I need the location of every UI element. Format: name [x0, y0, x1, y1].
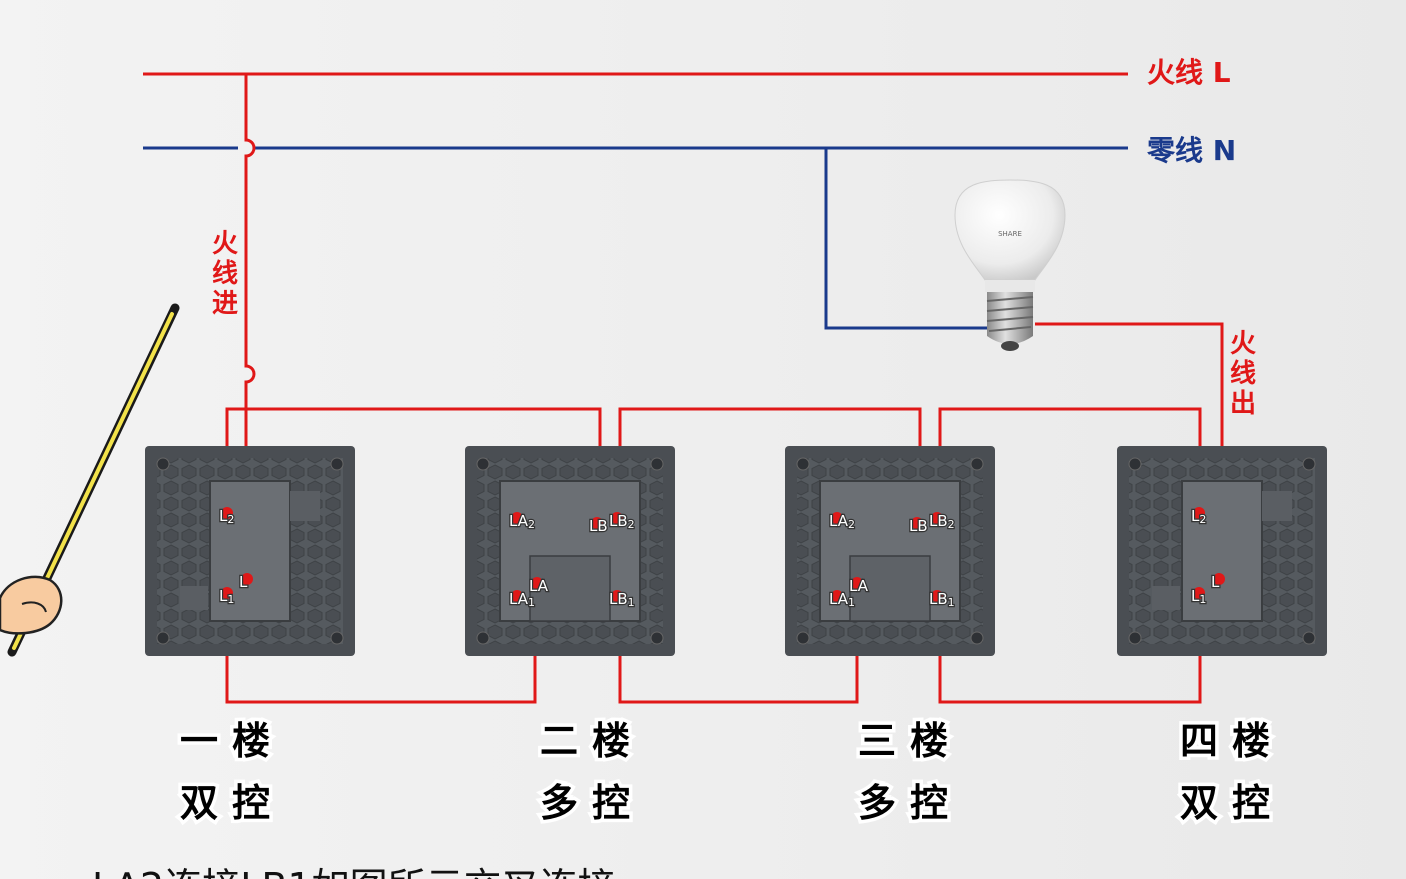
floor-name-4: 四楼	[1180, 719, 1284, 763]
screw-hole	[1302, 457, 1316, 471]
terminal-dot	[511, 590, 523, 602]
caption-text: LA2连接LB1如图所示交叉连接	[92, 865, 616, 879]
bulb-collar	[985, 280, 1035, 292]
screw-hole	[156, 457, 170, 471]
switch-center-block	[529, 555, 611, 622]
switch-clip	[180, 586, 208, 610]
screw-hole	[476, 457, 490, 471]
terminal-dot	[931, 512, 943, 524]
neutral-wire-label: 零线 N	[1147, 134, 1236, 167]
terminal-label: LA	[529, 577, 549, 595]
screw-hole	[476, 631, 490, 645]
terminal-label: LA	[849, 577, 869, 595]
bulb-thread-1	[986, 296, 1034, 302]
bulb-thread-3	[986, 316, 1034, 322]
live-wire-label: 火线 L	[1147, 56, 1231, 89]
terminal-dot	[1193, 587, 1205, 599]
screw-hole	[796, 631, 810, 645]
screw-hole	[970, 631, 984, 645]
terminal-dot	[611, 590, 623, 602]
control-mode-4: 双控	[1180, 781, 1284, 825]
terminal-dot	[851, 577, 863, 589]
hand	[0, 575, 63, 635]
control-mode-2: 多控	[540, 781, 644, 825]
live-out-char-3: 出	[1230, 389, 1256, 419]
terminal-dot	[591, 517, 603, 529]
terminal-dot	[221, 587, 233, 599]
screw-hole	[650, 457, 664, 471]
live-out-char-2: 线	[1230, 359, 1256, 389]
control-mode-1: 双控	[180, 781, 284, 825]
screw-hole	[650, 631, 664, 645]
screw-hole	[796, 457, 810, 471]
live-in-char-3: 进	[212, 289, 238, 319]
switch-center-block	[849, 555, 931, 622]
screw-hole	[330, 631, 344, 645]
terminal-dot	[1213, 573, 1225, 585]
floor-name-3: 三楼	[858, 719, 962, 763]
terminal-label: LB	[909, 517, 928, 535]
screw-hole	[1302, 631, 1316, 645]
terminal-dot	[831, 590, 843, 602]
floor-name-1: 一楼	[180, 719, 284, 763]
switch-clip	[1152, 586, 1180, 610]
switch-clip	[290, 491, 320, 521]
terminal-dot	[241, 573, 253, 585]
terminal-dot	[531, 577, 543, 589]
screw-hole	[970, 457, 984, 471]
terminal-dot	[931, 590, 943, 602]
terminal-label: L	[1211, 573, 1220, 591]
bulb-thread-4	[988, 326, 1032, 332]
terminal-dot	[1193, 507, 1205, 519]
screw-hole	[1128, 631, 1142, 645]
switch-clip	[1262, 491, 1292, 521]
terminal-dot	[911, 517, 923, 529]
hand-finger-line	[21, 601, 47, 613]
screw-hole	[330, 457, 344, 471]
neutral-to-bulb-wire	[824, 148, 990, 330]
switch-mechanism	[1181, 480, 1263, 622]
terminal-label: L	[239, 573, 248, 591]
light-bulb: SHARE	[954, 179, 1066, 351]
terminal-dot	[511, 512, 523, 524]
live-out-char-1: 火	[1230, 329, 1256, 359]
live-in-label: 火 线 进	[212, 229, 238, 319]
live-out-label: 火 线 出	[1230, 329, 1256, 419]
terminal-label: LB	[589, 517, 608, 535]
live-in-char-2: 线	[212, 259, 238, 289]
bulb-brand: SHARE	[998, 230, 1022, 238]
live-in-wire	[244, 74, 256, 582]
bulb-tip	[1001, 341, 1019, 351]
floor-name-2: 二楼	[540, 719, 644, 763]
screw-hole	[156, 631, 170, 645]
control-mode-3: 多控	[858, 781, 962, 825]
terminal-dot	[831, 512, 843, 524]
switch-mechanism	[209, 480, 291, 622]
pointer-hand	[0, 303, 180, 657]
bulb-thread-2	[986, 306, 1034, 312]
live-in-char-1: 火	[212, 229, 238, 259]
bulb-globe	[954, 179, 1066, 281]
terminal-dot	[611, 512, 623, 524]
terminal-dot	[221, 507, 233, 519]
screw-hole	[1128, 457, 1142, 471]
